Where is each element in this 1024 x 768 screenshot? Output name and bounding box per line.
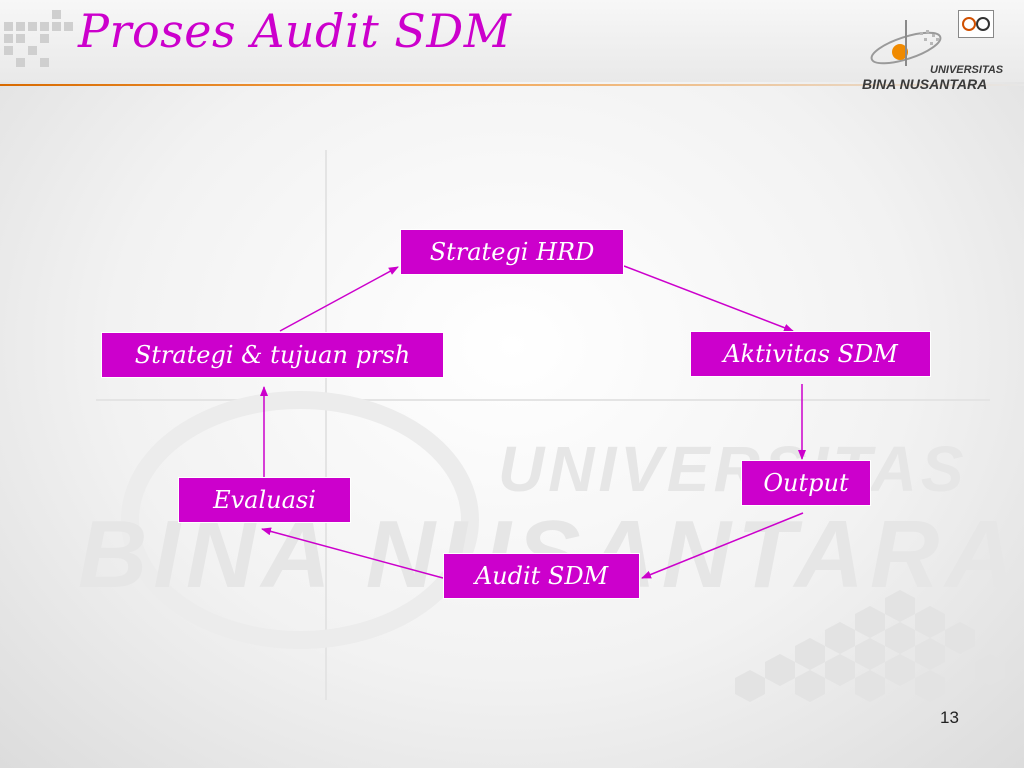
node-evaluasi: Evaluasi <box>178 477 351 523</box>
arrow-hrd-to-aktivitas <box>623 265 794 332</box>
header-band <box>0 0 1024 82</box>
slide-title: Proses Audit SDM <box>78 4 512 58</box>
logo-emblem-icon <box>870 20 942 66</box>
logo-text-bina-nusantara: BINA NUSANTARA <box>862 76 988 92</box>
node-aktivitas-sdm: Aktivitas SDM <box>690 331 931 377</box>
arrow-strategi-to-hrd <box>279 266 399 332</box>
arrow-audit-to-evaluasi <box>261 527 444 579</box>
corner-dots-decoration <box>4 10 73 67</box>
node-audit-sdm: Audit SDM <box>443 553 640 599</box>
page-number: 13 <box>940 708 959 727</box>
logo-badge-icon <box>958 10 994 38</box>
arrow-output-to-audit <box>641 512 804 579</box>
header-divider <box>0 84 1024 86</box>
node-strategi-hrd: Strategi HRD <box>400 229 624 275</box>
node-output: Output <box>741 460 871 506</box>
node-strategi-tujuan-prsh: Strategi & tujuan prsh <box>101 332 444 378</box>
logo-text-universitas: UNIVERSITAS <box>930 64 1004 76</box>
university-logo: UNIVERSITAS BINA NUSANTARA <box>858 8 1008 92</box>
watermark-universitas: UNIVERSITAS <box>498 433 968 505</box>
